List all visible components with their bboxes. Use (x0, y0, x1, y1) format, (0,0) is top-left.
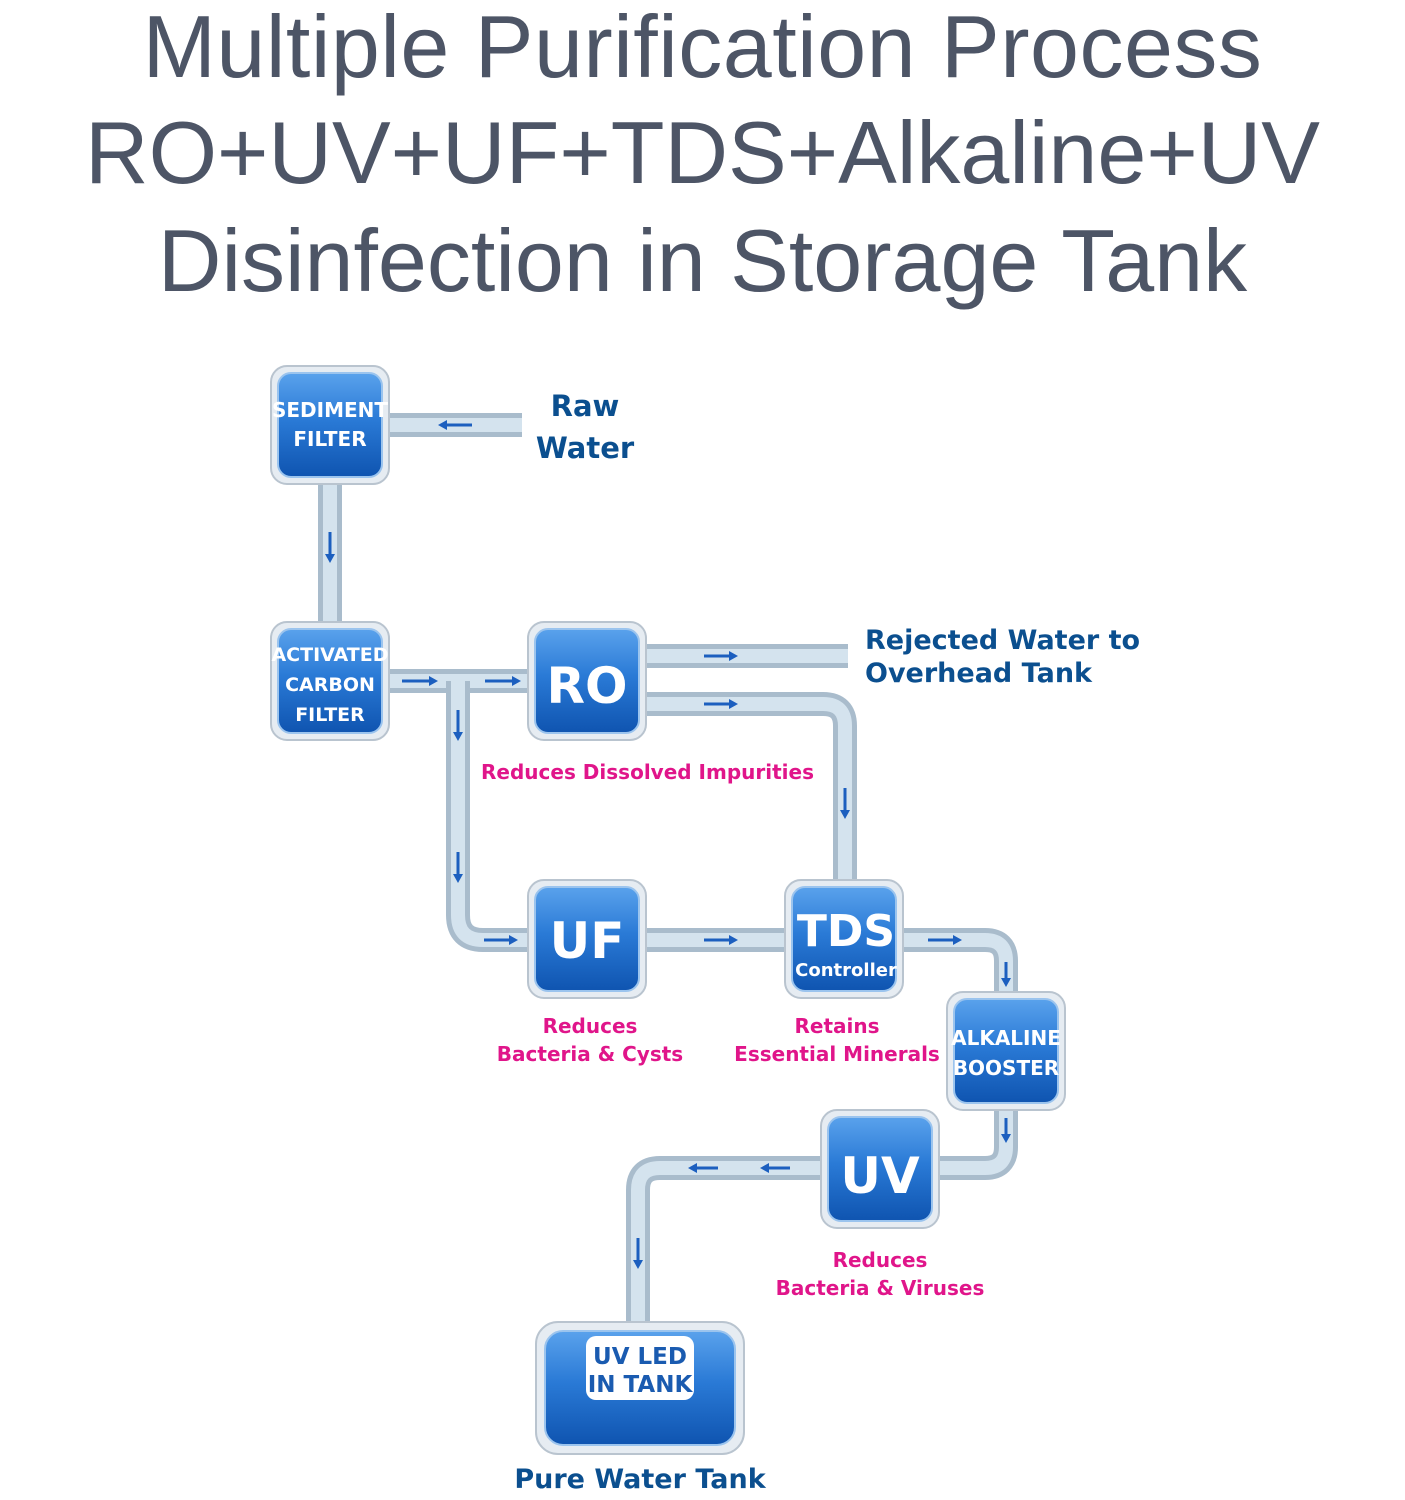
arrow-right-icon (484, 935, 518, 945)
alkaline-line1: ALKALINE (951, 1026, 1061, 1050)
carbon-filter-line1: ACTIVATED (271, 644, 388, 666)
ro-label: RO (546, 657, 627, 715)
carbon-filter-line2: CARBON (285, 674, 375, 696)
tank-line2: IN TANK (588, 1372, 694, 1398)
raw-water-line1: Raw (550, 389, 620, 423)
arrow-right-icon (704, 651, 738, 661)
flow-arrows (325, 420, 1011, 1269)
raw-water-line2: Water (535, 431, 635, 465)
tank-window (586, 1336, 694, 1400)
sediment-filter-line2: FILTER (293, 427, 366, 451)
tds-desc-line2: Essential Minerals (734, 1042, 940, 1066)
uf-box: UF (527, 879, 647, 999)
arrow-down-icon (633, 1238, 643, 1269)
pure-water-tank-caption: Pure Water Tank (514, 1464, 766, 1495)
ro-description: Reduces Dissolved Impurities (481, 760, 814, 784)
arrow-left-icon (688, 1163, 718, 1173)
rejected-water-label: Rejected Water to Overhead Tank (865, 624, 1140, 690)
sediment-filter-box: SEDIMENT FILTER (270, 365, 390, 485)
arrow-down-icon (840, 788, 850, 819)
tds-sub-label: Controller (795, 960, 897, 981)
arrow-right-icon (402, 676, 438, 686)
arrow-left-icon (760, 1163, 790, 1173)
tds-controller-box: TDS Controller (784, 879, 904, 999)
rejected-water-line1: Rejected Water to (865, 625, 1141, 656)
rejected-water-line2: Overhead Tank (865, 658, 1092, 689)
tds-description: Retains Essential Minerals (724, 1012, 950, 1068)
sediment-filter-line1: SEDIMENT (272, 398, 388, 422)
title-line-1: Multiple Purification Process (142, 0, 1263, 96)
arrow-left-icon (438, 420, 472, 430)
uf-desc-line1: Reduces (542, 1014, 638, 1038)
pipe-branch-uf (446, 681, 530, 952)
uv-label: UV (840, 1147, 920, 1205)
alkaline-booster-box: ALKALINE BOOSTER (946, 991, 1066, 1111)
uv-desc-line2: Bacteria & Viruses (775, 1276, 985, 1300)
uv-led-tank-box: UV LED IN TANK (535, 1321, 745, 1455)
pipe-tds-alkaline (900, 928, 1018, 993)
arrow-down-icon (1001, 1118, 1011, 1143)
tank-line1: UV LED (593, 1344, 687, 1370)
activated-carbon-filter-box: ACTIVATED CARBON FILTER (270, 621, 390, 741)
uf-description: Reduces Bacteria & Cysts (480, 1012, 700, 1068)
ro-box: RO (527, 621, 647, 741)
arrow-right-icon (928, 935, 962, 945)
arrow-right-icon (704, 935, 738, 945)
tds-desc-line1: Retains (794, 1014, 880, 1038)
title-line-3: Disinfection in Storage Tank (157, 211, 1248, 310)
uv-desc-line1: Reduces (832, 1248, 928, 1272)
carbon-filter-line3: FILTER (295, 704, 365, 726)
uv-box: UV (820, 1109, 940, 1229)
arrow-right-icon (704, 699, 738, 709)
uf-label: UF (550, 912, 625, 970)
tds-label: TDS (797, 906, 895, 957)
pipe-ro-tds (645, 692, 857, 882)
arrow-down-icon (453, 852, 463, 883)
title-line-2: RO+UV+UF+TDS+Alkaline+UV (85, 103, 1320, 202)
uv-description: Reduces Bacteria & Viruses (764, 1246, 996, 1302)
arrow-down-icon (1001, 962, 1011, 987)
arrow-right-icon (485, 676, 521, 686)
raw-water-label: Raw Water (510, 385, 660, 469)
uf-desc-line2: Bacteria & Cysts (496, 1042, 684, 1066)
arrow-down-icon (325, 532, 335, 563)
alkaline-line2: BOOSTER (953, 1056, 1059, 1080)
arrow-down-icon (453, 710, 463, 741)
